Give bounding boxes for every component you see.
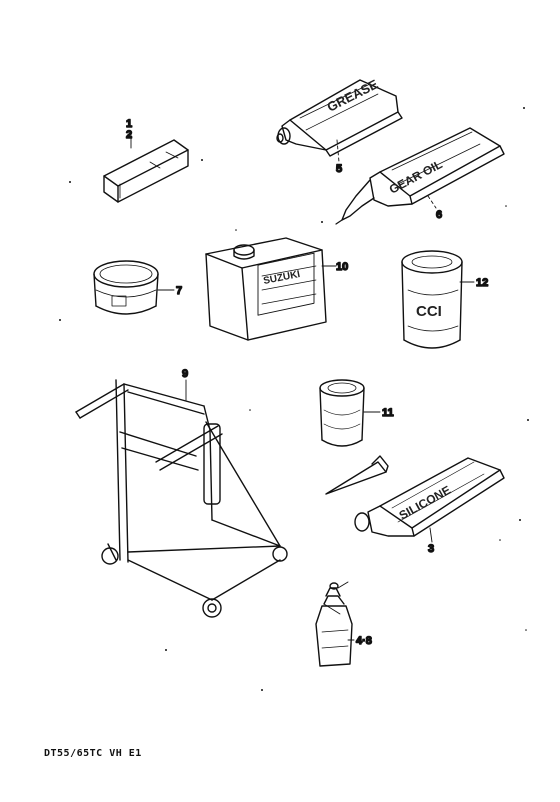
scan-specks [59, 107, 529, 691]
part-sealant-stick [103, 132, 189, 203]
callout-5: 5 [336, 163, 342, 175]
part-cylinder-can: CCI [401, 250, 475, 349]
callout-2: 2 [126, 129, 132, 141]
part-round-tin [93, 260, 175, 315]
part-silicone-tube: SILICONE [354, 457, 505, 543]
callout-9: 9 [182, 368, 188, 380]
part-small-can [319, 379, 381, 447]
part-gear-oil-tube: GEAR OIL [335, 127, 505, 225]
part-oil-can: SUZUKI [205, 237, 337, 341]
callout-11: 11 [382, 407, 394, 419]
part-nozzle-cap [325, 455, 389, 495]
callout-7: 7 [176, 285, 182, 297]
callout-4-8: 4·8 [356, 635, 372, 647]
callout-10: 10 [336, 261, 348, 273]
callout-1: 1 [126, 118, 132, 130]
cylinder-can-label: CCI [416, 303, 442, 320]
callout-6: 6 [436, 209, 442, 221]
part-motor-stand [75, 379, 288, 618]
part-grease-tube: GREASE [276, 76, 403, 163]
callout-3: 3 [428, 543, 434, 555]
diagram-footer-code: DT55/65TC VH E1 [44, 748, 142, 759]
oil-can-label: SUZUKI [262, 269, 301, 287]
callout-12: 12 [476, 277, 488, 289]
part-small-bottle [315, 581, 355, 667]
